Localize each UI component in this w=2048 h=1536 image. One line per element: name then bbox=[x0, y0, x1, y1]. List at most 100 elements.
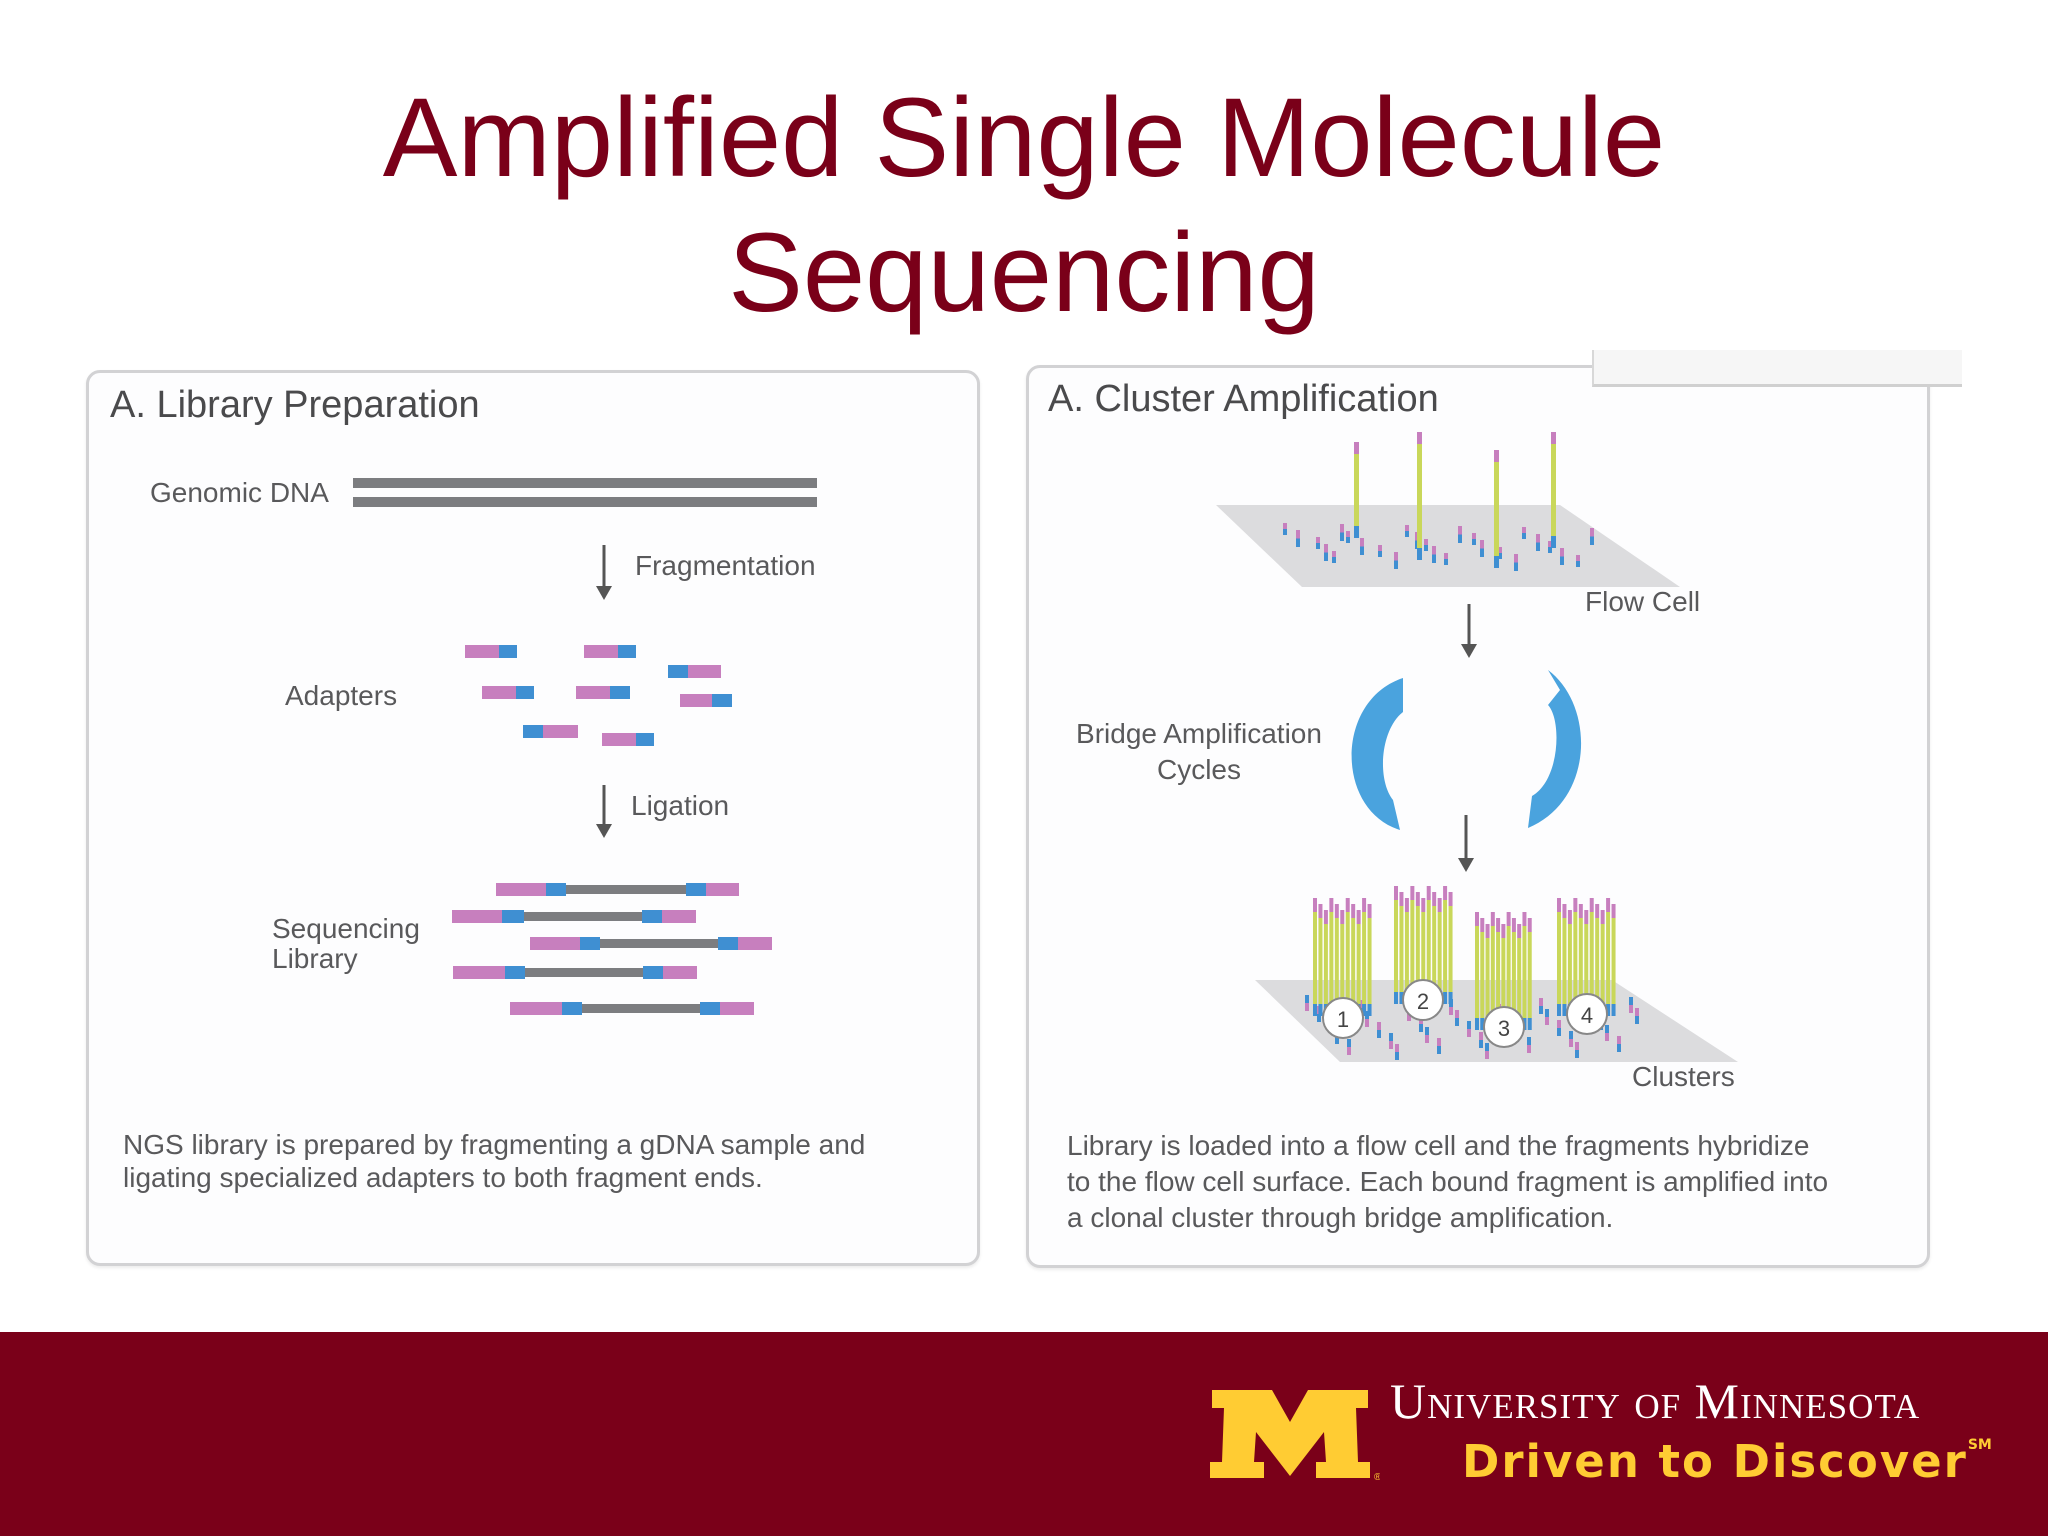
surface-strand bbox=[1316, 543, 1320, 549]
cluster-strand bbox=[1329, 898, 1334, 912]
surface-strand bbox=[1317, 1014, 1321, 1022]
cluster-strand bbox=[1426, 886, 1431, 900]
surface-strand bbox=[1365, 1011, 1369, 1019]
surface-strand bbox=[1455, 1010, 1459, 1018]
cluster-strand bbox=[1490, 912, 1495, 926]
bridge-cycle-icon bbox=[1351, 670, 1582, 830]
surface-strand bbox=[1419, 1024, 1423, 1032]
cluster-strand bbox=[1589, 898, 1594, 912]
surface-strand bbox=[1498, 553, 1502, 559]
cluster-strand bbox=[1399, 892, 1404, 906]
cluster-strand bbox=[1567, 910, 1572, 924]
cluster-strand bbox=[1323, 910, 1328, 924]
tall-strand bbox=[1354, 442, 1359, 454]
cluster-strand bbox=[1415, 892, 1420, 906]
surface-strand bbox=[1305, 995, 1309, 1003]
footer-bar bbox=[0, 1332, 2048, 1536]
cluster-strand bbox=[1611, 918, 1616, 1004]
cluster-strand bbox=[1340, 910, 1345, 924]
tall-strand bbox=[1551, 432, 1556, 444]
cluster-strand bbox=[1443, 900, 1448, 992]
cluster-strand bbox=[1367, 904, 1372, 918]
fragmentation-arrow bbox=[596, 545, 612, 600]
bridge-amplification-label-line2: Cycles bbox=[1156, 754, 1241, 785]
surface-strand bbox=[1332, 557, 1336, 563]
surface-strand bbox=[1340, 532, 1344, 541]
university-name-text: University of Minnesota bbox=[1390, 1373, 1921, 1429]
cluster-strand bbox=[1313, 898, 1317, 912]
tall-strand bbox=[1494, 450, 1499, 462]
cluster-strand bbox=[1329, 912, 1334, 1004]
cluster-strand bbox=[1437, 898, 1442, 912]
cluster-strand bbox=[1606, 1004, 1611, 1016]
cluster-strand bbox=[1567, 924, 1572, 1004]
slide-title-line1: Amplified Single Molecule bbox=[382, 75, 1666, 200]
surface-strand bbox=[1479, 1040, 1483, 1048]
cluster-strand bbox=[1475, 926, 1479, 1018]
cluster-strand bbox=[1573, 912, 1578, 1004]
slide-title-line2: Sequencing bbox=[728, 210, 1320, 335]
surface-strand bbox=[1437, 1046, 1441, 1054]
cluster-strand bbox=[1557, 912, 1561, 1004]
surface-strand bbox=[1332, 551, 1336, 557]
flow-cell-arrow bbox=[1461, 604, 1477, 658]
surface-strand bbox=[1305, 1003, 1309, 1011]
overlapping-tab bbox=[1592, 350, 1962, 387]
surface-strand bbox=[1444, 559, 1448, 565]
cluster-strand bbox=[1432, 892, 1437, 906]
cluster-strand bbox=[1506, 926, 1511, 1018]
surface-strand bbox=[1425, 1035, 1429, 1043]
cluster-number-3: 3 bbox=[1498, 1016, 1510, 1041]
surface-strand bbox=[1485, 1043, 1489, 1051]
surface-strand bbox=[1444, 553, 1448, 559]
cluster-strand bbox=[1340, 924, 1345, 1004]
cluster-strand bbox=[1475, 912, 1479, 926]
surface-strand bbox=[1629, 1005, 1633, 1013]
cluster-strand bbox=[1426, 900, 1431, 992]
surface-strand bbox=[1365, 1019, 1369, 1027]
cluster-strand bbox=[1432, 906, 1437, 992]
cluster-strand bbox=[1522, 926, 1527, 1018]
diagram-canvas: 1 2 3 4 bbox=[353, 432, 1738, 1062]
surface-strand bbox=[1425, 1027, 1429, 1035]
cluster-strand bbox=[1562, 1004, 1567, 1016]
surface-strand bbox=[1480, 540, 1484, 549]
tagline: Driven to DiscoverSM bbox=[1462, 1435, 1992, 1488]
flow-cell-top-strands bbox=[1283, 432, 1594, 571]
cluster-strand bbox=[1611, 1004, 1616, 1016]
bridge-amplification-label: Bridge Amplification Cycles bbox=[1064, 716, 1334, 788]
surface-strand bbox=[1335, 1036, 1339, 1044]
cluster-strand bbox=[1323, 924, 1328, 1004]
cluster-strand bbox=[1313, 912, 1317, 1004]
tall-strand bbox=[1354, 454, 1359, 526]
cluster-strand bbox=[1334, 918, 1339, 1004]
cluster-strand bbox=[1485, 924, 1490, 938]
cluster-strand bbox=[1345, 912, 1350, 1004]
surface-strand bbox=[1617, 1036, 1621, 1044]
library-panel-title: A. Library Preparation bbox=[110, 384, 480, 426]
cluster-strand bbox=[1399, 906, 1404, 992]
cluster-badge-2: 2 bbox=[1402, 979, 1444, 1021]
surface-strand bbox=[1557, 1028, 1561, 1036]
cluster-strand bbox=[1511, 918, 1516, 932]
surface-strand bbox=[1569, 1031, 1573, 1039]
cluster-strand bbox=[1448, 906, 1453, 992]
surface-strand bbox=[1394, 552, 1398, 561]
cluster-strand bbox=[1351, 904, 1356, 918]
svg-text:®: ® bbox=[1374, 1472, 1380, 1483]
tall-strand bbox=[1551, 536, 1556, 548]
surface-strand bbox=[1389, 1033, 1393, 1041]
cluster-strand bbox=[1578, 918, 1583, 1004]
adapters-label: Adapters bbox=[285, 680, 398, 711]
cluster-strand bbox=[1318, 918, 1323, 1004]
flow-cell-label: Flow Cell bbox=[1585, 586, 1701, 617]
surface-strand bbox=[1514, 562, 1518, 571]
genomic-dna bbox=[353, 478, 817, 507]
cluster-badge-3: 3 bbox=[1483, 1006, 1525, 1048]
surface-strand bbox=[1424, 545, 1428, 551]
surface-strand bbox=[1458, 534, 1462, 543]
surface-strand bbox=[1395, 1044, 1399, 1052]
cluster-strand bbox=[1584, 910, 1589, 924]
cluster-strand bbox=[1562, 918, 1567, 1004]
surface-strand bbox=[1359, 1000, 1363, 1008]
